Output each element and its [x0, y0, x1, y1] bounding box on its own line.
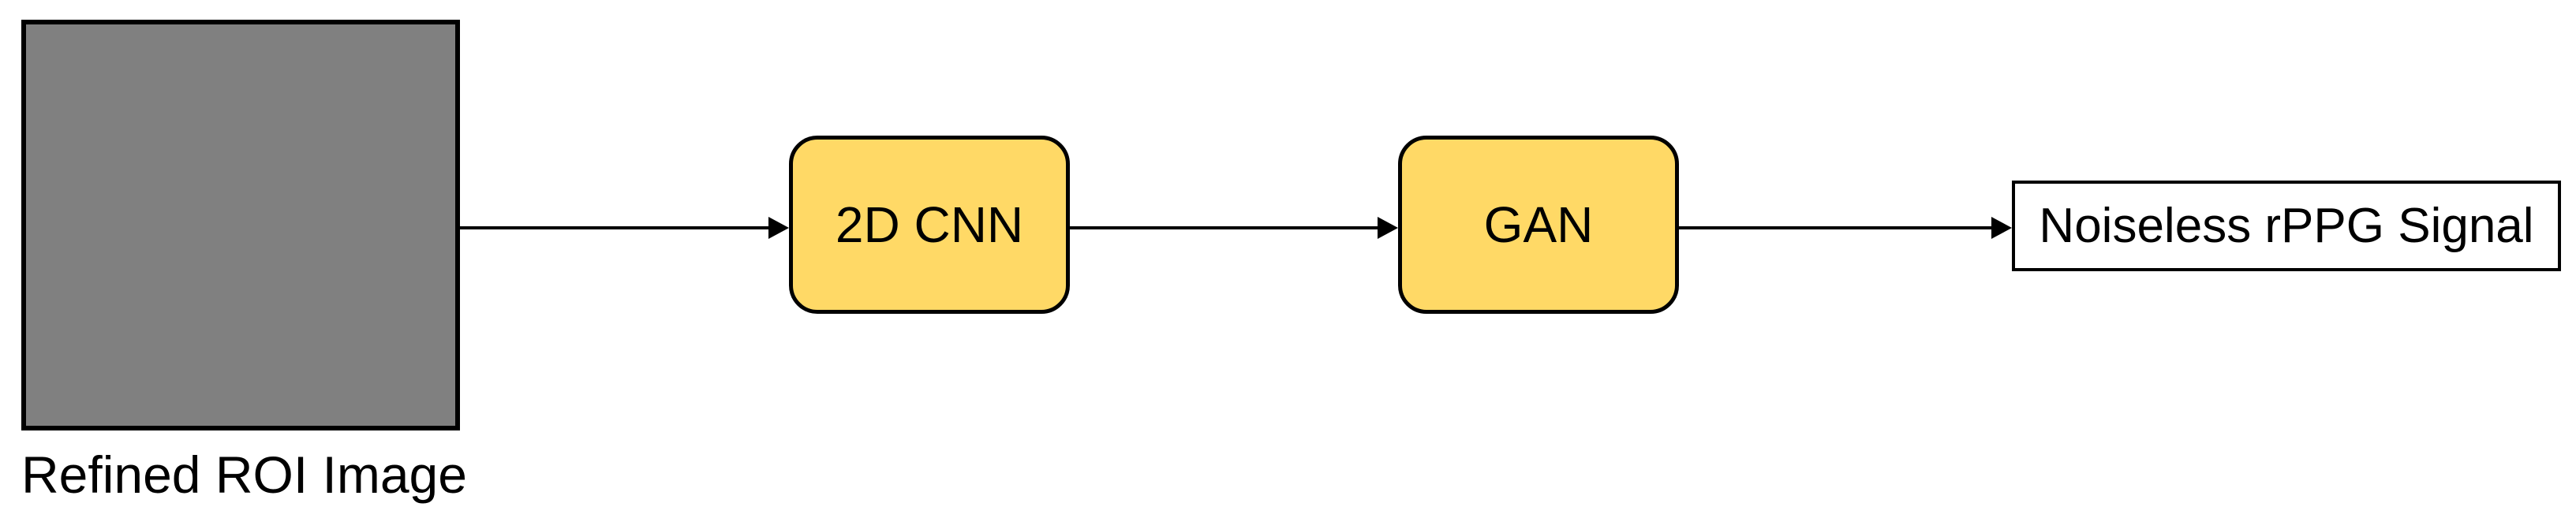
arrow-line: [1070, 226, 1378, 229]
arrowhead-icon: [1378, 217, 1398, 239]
arrowhead-icon: [1991, 217, 2012, 239]
cnn-node-label: 2D CNN: [835, 196, 1024, 253]
arrow-cnn-to-gan: [1070, 217, 1398, 239]
output-node: Noiseless rPPG Signal: [2012, 181, 2561, 271]
roi-image-caption: Refined ROI Image: [21, 445, 467, 504]
arrow-line: [1679, 226, 1991, 229]
output-node-label: Noiseless rPPG Signal: [2039, 198, 2534, 253]
roi-image-box: [21, 20, 460, 430]
gan-node: GAN: [1398, 136, 1679, 314]
arrow-line: [460, 226, 768, 229]
cnn-node: 2D CNN: [789, 136, 1070, 314]
gan-node-label: GAN: [1483, 196, 1594, 253]
arrowhead-icon: [768, 217, 789, 239]
arrow-gan-to-output: [1679, 217, 2012, 239]
arrow-roi-to-cnn: [460, 217, 789, 239]
